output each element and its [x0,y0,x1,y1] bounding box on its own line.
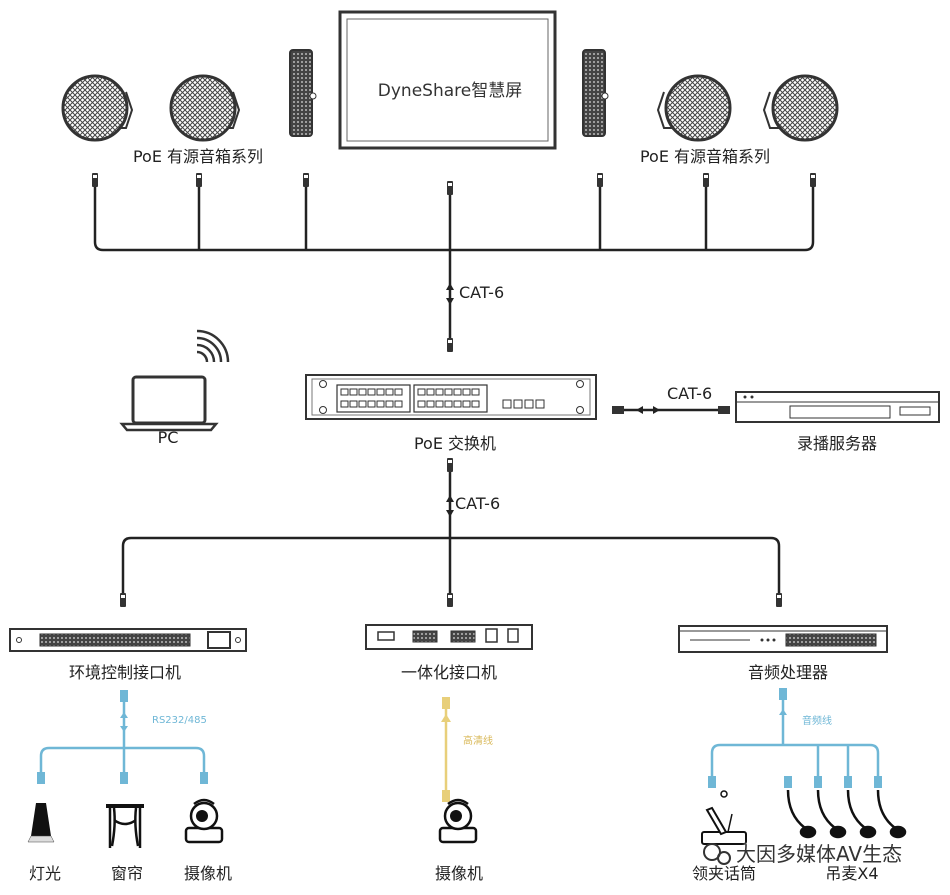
cable-bottom-label: CAT-6 [455,494,501,513]
audio-processor [678,625,888,653]
camera-left-label: 摄像机 [183,864,233,883]
recorder-cable [612,406,730,414]
recorder-label: 录播服务器 [796,434,878,453]
recording-server [735,391,940,423]
rs232-label: RS232/485 [152,715,207,726]
cable-arrow-top [446,283,454,305]
pc-label: PC [157,428,179,447]
speakers-right-label: PoE 有源音箱系列 [639,147,771,166]
ceiling-speaker-1 [61,74,134,142]
speaker-bus-cable [93,185,815,340]
gooseneck-mic-label: 领夹话筒 [691,864,757,883]
smart-screen-label: DyneShare智慧屏 [377,81,523,101]
audio-proc-label: 音频处理器 [747,663,829,682]
wifi-icon [196,329,230,363]
ceiling-speaker-4 [762,74,839,142]
audio-connectors [708,688,882,788]
ptz-camera-icon-middle [438,798,478,844]
env-control-interface [9,628,247,652]
rj45-connectors-top [92,173,816,352]
hd-cable [441,697,451,802]
env-control-label: 环境控制接口机 [68,663,182,682]
rs232-connectors [37,690,208,784]
ceiling-speaker-2 [169,74,241,142]
device-bus-cable [121,460,781,600]
poe-switch [305,374,597,420]
hd-cable-label: 高清线 [463,736,493,747]
watermark-logo-icon [703,843,731,865]
speakers-left-label: PoE 有源音箱系列 [132,147,264,166]
switch-label: PoE 交换机 [413,434,497,453]
cable-top-label: CAT-6 [459,283,505,302]
light-label: 灯光 [28,864,62,883]
cable-arrow-bottom [446,495,454,517]
audio-cable-label: 音频线 [802,716,832,727]
column-speaker-right [582,49,609,137]
integrated-interface [365,624,533,650]
curtain-label: 窗帘 [110,864,144,883]
audio-cable-tree [710,695,880,780]
pc-laptop [119,375,219,432]
ceiling-speaker-3 [656,74,732,142]
watermark-text: 大因多媒体AV生态 [736,842,903,866]
ptz-camera-icon-left [184,798,224,844]
wireless-mic-icon [701,790,747,845]
integrated-label: 一体化接口机 [400,663,498,682]
column-speaker-left [289,49,317,137]
rs232-cable-tree [39,698,206,778]
camera-mid-label: 摄像机 [434,864,484,883]
smart-screen [338,10,557,150]
hanging-mic-label: 吊麦X4 [825,864,879,883]
curtain-icon [106,804,144,848]
light-icon [27,803,55,843]
cable-recorder-label: CAT-6 [667,384,713,403]
hanging-mic-icons [786,789,907,839]
